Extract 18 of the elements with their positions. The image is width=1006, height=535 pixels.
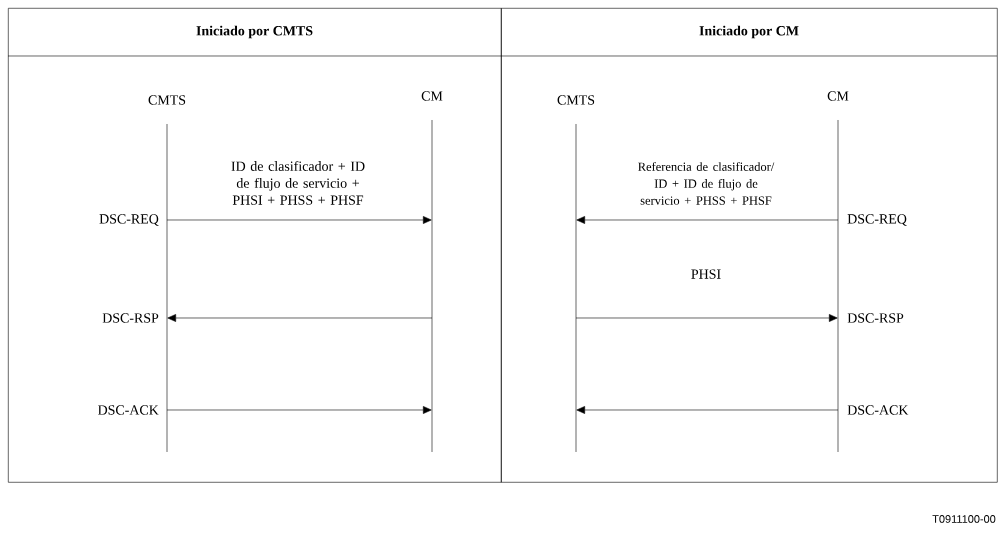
message-name: DSC-ACK: [98, 405, 159, 415]
message-name: DSC-RSP: [102, 313, 159, 323]
edge-label: ID de clasificador + ID de flujo de servicio + PHSI + PHSS + PHSF: [231, 160, 365, 205]
edge-label: PHSI: [691, 269, 721, 279]
arrow: [576, 406, 839, 414]
edge-label: Referencia de clasificador/ ID + ID de flujo de servicio + PHSS + PHSF: [638, 162, 775, 205]
message-name: DSC-ACK: [847, 405, 909, 415]
lifeline: CMTS: [557, 95, 595, 453]
figure-number: T0911100-00: [932, 515, 996, 523]
message-name: DSC-REQ: [99, 214, 159, 226]
message-name: DSC-REQ: [847, 214, 907, 226]
arrow: [575, 314, 838, 322]
arrow: [576, 216, 839, 224]
lifeline: CM: [421, 91, 443, 453]
arrow: [167, 314, 433, 322]
message-name: DSC-RSP: [847, 313, 904, 323]
arrow: [166, 406, 432, 414]
arrow: [166, 216, 432, 224]
